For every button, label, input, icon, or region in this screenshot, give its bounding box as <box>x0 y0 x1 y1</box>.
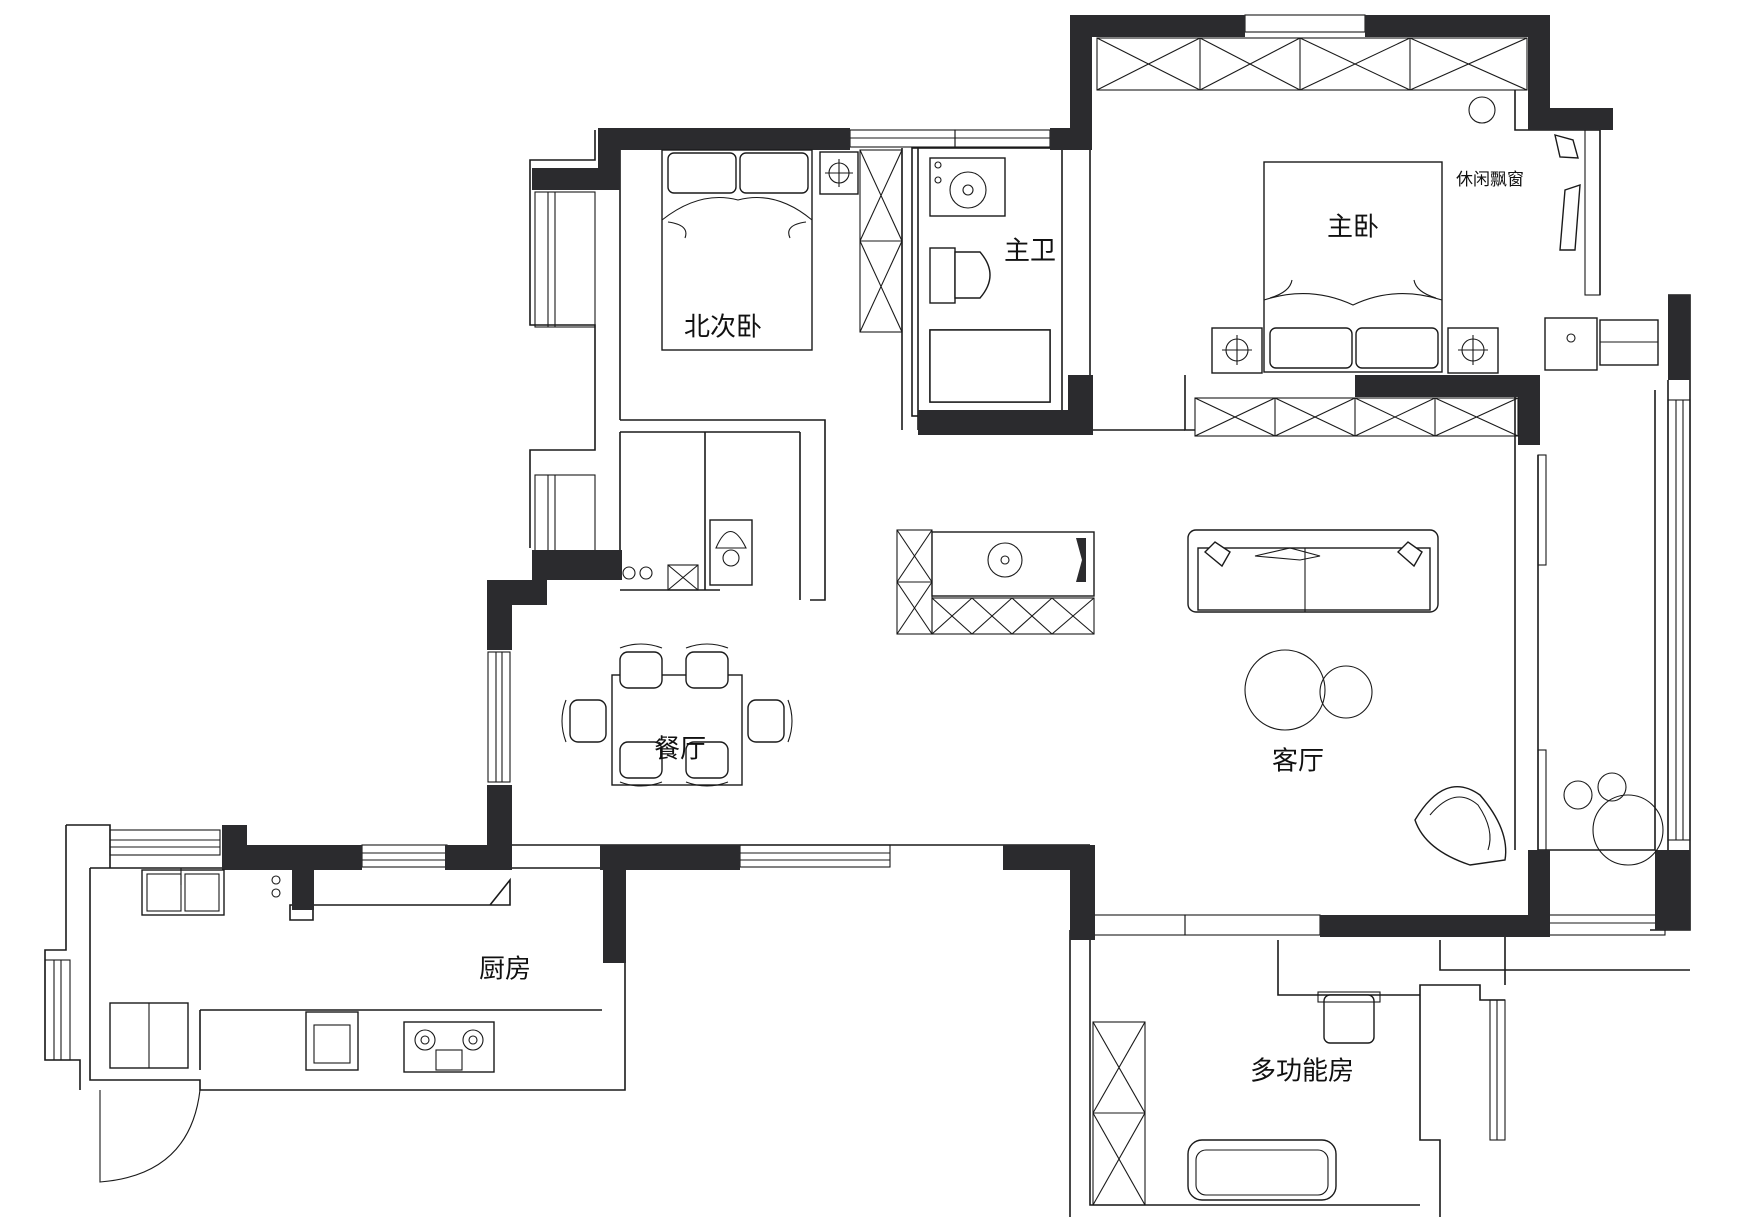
balcony-tables <box>1563 772 1664 866</box>
room-label-master-bedroom: 主卧 <box>1327 213 1379 243</box>
cabinets <box>859 37 1528 1206</box>
dining-table <box>561 643 793 787</box>
master-bed <box>1263 161 1443 373</box>
utility-fixtures <box>622 519 753 591</box>
kitchen-island <box>931 531 1095 597</box>
balcony-laundry <box>1544 317 1659 371</box>
coffee-tables <box>1244 649 1373 731</box>
room-label-kitchen: 厨房 <box>479 955 531 985</box>
room-label-multi-function: 多功能房 <box>1250 1057 1354 1087</box>
multi-room-furniture <box>1187 991 1381 1201</box>
master-nightstands <box>1211 327 1499 374</box>
room-label-master-bath: 主卫 <box>1004 237 1056 267</box>
bay-window-items <box>1468 96 1581 251</box>
walls <box>222 15 1690 963</box>
room-label-dining: 餐厅 <box>654 735 706 765</box>
master-bath-fixtures <box>929 157 1051 403</box>
room-labels: 北次卧 主卫 主卧 休闲飘窗 餐厅 客厅 厨房 多功能房 <box>479 170 1524 1087</box>
north-bedroom-bed <box>661 149 813 351</box>
kitchen-fixtures <box>99 868 495 1183</box>
room-label-north-bedroom: 北次卧 <box>684 313 762 343</box>
sofa <box>1187 529 1439 613</box>
north-bedroom-nightstand <box>819 151 859 195</box>
windows <box>44 14 1691 1141</box>
room-label-living: 客厅 <box>1272 747 1324 777</box>
room-label-leisure-bay: 休闲飘窗 <box>1456 170 1524 190</box>
lounge-chair <box>1414 786 1507 866</box>
